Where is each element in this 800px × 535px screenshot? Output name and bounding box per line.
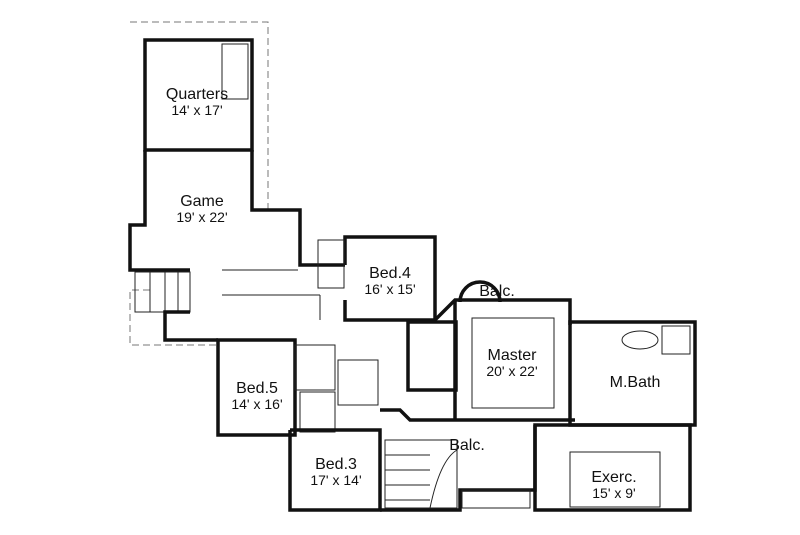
room-dims: 17' x 14' (310, 472, 362, 488)
room-name: Exerc. (591, 469, 637, 486)
room-master: Master 20' x 22' (486, 347, 537, 379)
room-name: Bed.3 (315, 456, 357, 473)
room-name: Bed.5 (236, 380, 278, 397)
shower (661, 325, 691, 355)
master-tray-ceiling (471, 317, 555, 409)
wall-bed4 (343, 235, 437, 322)
wall-quarters (143, 38, 254, 152)
balcony-bottom (461, 489, 531, 509)
room-bed5: Bed.5 14' x 16' (231, 380, 282, 412)
stair-left (134, 271, 191, 313)
wall-balc (380, 408, 455, 422)
room-bed4: Bed.4 16' x 15' (364, 265, 415, 297)
room-game: Game 19' x 22' (176, 193, 227, 225)
room-dims: 14' x 16' (231, 396, 283, 412)
room-name: M.Bath (609, 374, 661, 391)
bath-bed5 (294, 344, 336, 391)
room-dims: 20' x 22' (486, 363, 538, 379)
room-name: Balc. (449, 437, 485, 454)
wall-game-left (128, 150, 190, 272)
room-bed3: Bed.3 17' x 14' (310, 456, 361, 488)
wall-hall-left (163, 310, 218, 342)
closet-bed4 (317, 239, 345, 289)
room-dims: 14' x 17' (171, 102, 223, 118)
room-dims: 15' x 9' (592, 485, 636, 501)
room-name: Balc. (479, 283, 515, 300)
wall-bath-center (406, 320, 458, 392)
closet-quarters (221, 43, 249, 100)
stair-main (384, 439, 458, 509)
bathtub (621, 330, 659, 350)
room-exerc: Exerc. 15' x 9' (591, 469, 636, 501)
dashed-outline-top (130, 21, 269, 212)
balcony-top (458, 280, 502, 303)
wall-balc-bottom (380, 425, 537, 512)
room-balcony: Balc. (449, 437, 485, 454)
wall-master-top (433, 298, 572, 325)
room-balcony-top: Balc. (479, 283, 515, 300)
room-mbath: M.Bath (610, 374, 661, 391)
room-quarters: Quarters 14' x 17' (166, 86, 228, 118)
dashed-outline-left (129, 289, 218, 346)
room-dims: 16' x 15' (364, 281, 416, 297)
room-name: Quarters (165, 86, 229, 103)
room-name: Bed.4 (369, 265, 411, 282)
room-name: Master (487, 347, 537, 364)
wall-game-right (250, 150, 345, 267)
room-dims: 19' x 22' (176, 209, 228, 225)
exerc-inner (569, 451, 661, 508)
room-name: Game (180, 193, 224, 210)
